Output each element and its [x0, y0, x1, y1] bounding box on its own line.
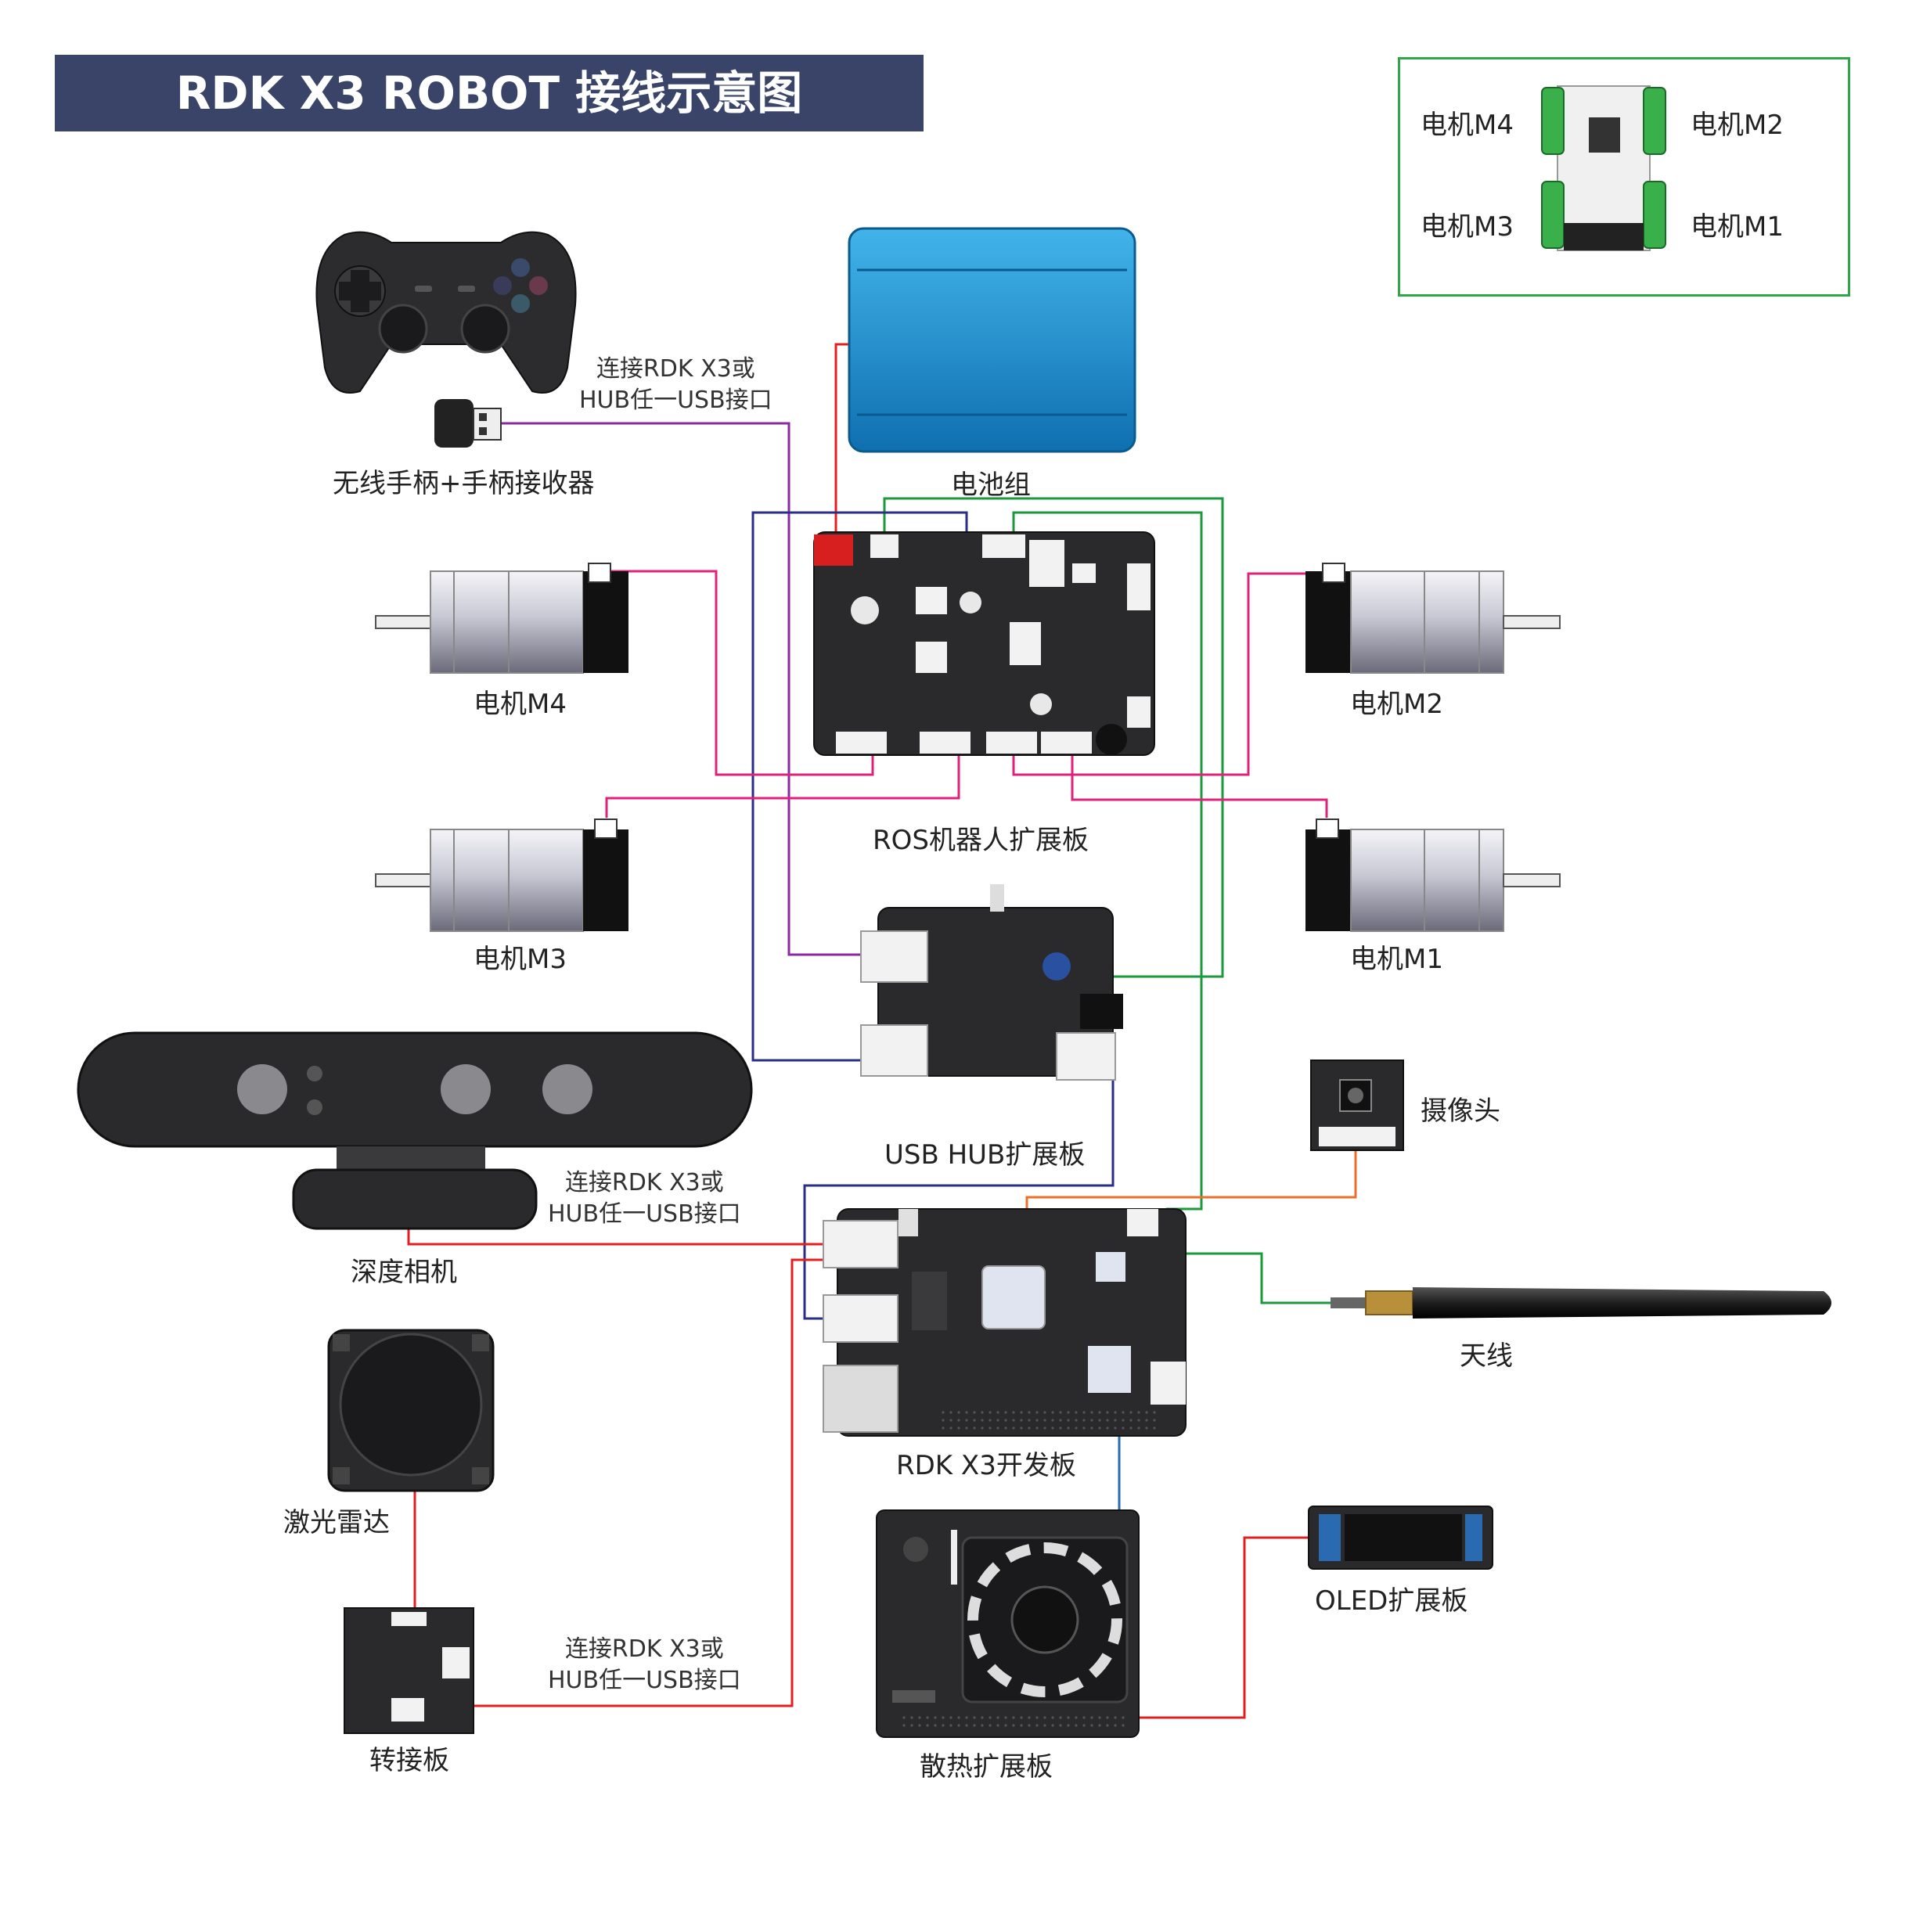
wire-motor-m2	[1012, 572, 1323, 776]
note-depth-line-1: 连接RDK X3或	[564, 1169, 724, 1196]
wire-green-ros-2	[1012, 511, 1203, 1211]
wire-gamepad-usb	[501, 422, 861, 956]
label-rdk-board: RDK X3开发板	[896, 1450, 1076, 1481]
wire-navy-ros-hub	[751, 511, 968, 1062]
inset-label-m3: 电机M3	[1421, 211, 1514, 243]
label-motor-m1: 电机M1	[1350, 944, 1443, 975]
motor-m3-icon	[375, 818, 628, 932]
note-gamepad: 连接RDK X3或 HUB任一USB接口	[579, 354, 772, 416]
label-lidar: 激光雷达	[283, 1507, 390, 1538]
antenna-icon	[1331, 1287, 1831, 1319]
note-gamepad-line-2: HUB任一USB接口	[579, 387, 772, 414]
depth-camera-icon	[77, 1031, 753, 1230]
label-adapter: 转接板	[369, 1745, 449, 1776]
note-depth: 连接RDK X3或 HUB任一USB接口	[548, 1167, 741, 1230]
note-adapter: 连接RDK X3或 HUB任一USB接口	[548, 1634, 741, 1696]
label-motor-m3: 电机M3	[474, 944, 567, 975]
note-adapter-line-1: 连接RDK X3或	[564, 1635, 724, 1663]
note-gamepad-line-1: 连接RDK X3或	[596, 355, 755, 383]
motor-m2-icon	[1305, 563, 1561, 674]
label-motor-m4: 电机M4	[474, 689, 567, 720]
rdk-board-icon	[823, 1208, 1187, 1437]
inset-label-m1: 电机M1	[1691, 211, 1784, 243]
wire-adapter-rdk	[423, 1258, 837, 1707]
adapter-board-icon	[344, 1607, 474, 1734]
label-gamepad: 无线手柄+手柄接收器	[333, 468, 595, 499]
wire-oled-fan	[1111, 1536, 1309, 1719]
usb-hub-icon	[860, 884, 1123, 1081]
usb-receiver-icon	[434, 399, 502, 448]
ros-board-icon	[813, 531, 1155, 756]
inset-label-m4: 电机M4	[1421, 110, 1514, 141]
motor-m1-icon	[1305, 818, 1561, 932]
oled-icon	[1308, 1506, 1493, 1570]
label-oled: OLED扩展板	[1315, 1585, 1468, 1617]
fan-board-icon	[876, 1509, 1140, 1738]
wire-motor-m3	[605, 751, 960, 818]
label-battery: 电池组	[951, 470, 1031, 501]
motor-m4-icon	[375, 563, 628, 674]
note-depth-line-2: HUB任一USB接口	[548, 1200, 741, 1228]
wire-motor-m4	[607, 570, 874, 776]
lidar-icon	[327, 1329, 495, 1492]
battery-icon	[848, 227, 1136, 453]
motor-layout-inset	[1398, 57, 1850, 297]
label-camera: 摄像头	[1421, 1096, 1500, 1127]
label-usb-hub: USB HUB扩展板	[884, 1139, 1086, 1171]
inset-label-m2: 电机M2	[1691, 110, 1784, 141]
note-adapter-line-2: HUB任一USB接口	[548, 1667, 741, 1694]
wire-depth-rdk	[407, 1229, 837, 1246]
label-motor-m2: 电机M2	[1350, 689, 1443, 720]
label-ros-board: ROS机器人扩展板	[873, 825, 1089, 856]
wire-motor-m1	[1071, 751, 1328, 818]
wire-navy-hub-rdk	[803, 1080, 1115, 1320]
robot-thumbnail-icon	[1541, 85, 1666, 251]
wire-battery-power	[834, 343, 849, 540]
label-depth-camera: 深度相机	[351, 1257, 457, 1288]
label-antenna: 天线	[1460, 1340, 1513, 1372]
page-title: RDK X3 ROBOT 接线示意图	[175, 67, 803, 120]
gamepad-icon	[315, 231, 577, 394]
wire-antenna	[1166, 1252, 1331, 1304]
camera-module-icon	[1310, 1060, 1404, 1151]
title-bar: RDK X3 ROBOT 接线示意图	[55, 55, 924, 131]
label-fan-board: 散热扩展板	[920, 1751, 1053, 1783]
